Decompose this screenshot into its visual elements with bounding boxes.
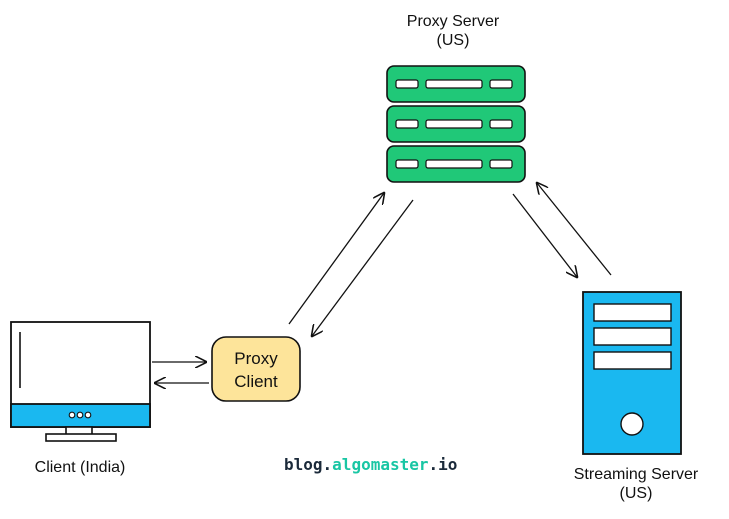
proxy-server-label-line1: Proxy Server [406,13,500,30]
proxy-client-node: Proxy Client [211,336,301,402]
watermark-part3: .io [428,455,458,474]
streaming-server-label: Streaming Server (US) [548,465,724,503]
watermark: blog.algomaster.io [284,455,457,474]
proxy-client-label-line1: Proxy [234,349,278,368]
streaming-server-label-line2: (US) [619,485,653,502]
arrow-proxy-client-to-proxy-server [288,193,384,325]
streaming-server-label-line1: Streaming Server [573,466,699,483]
client-label-text: Client (India) [34,459,126,476]
client-label: Client (India) [0,458,160,477]
watermark-part1: blog. [284,455,333,474]
proxy-server-label: Proxy Server (US) [363,12,543,50]
watermark-part2: algomaster [332,455,429,474]
arrow-proxy-server-to-proxy-client [312,199,414,336]
tower-server-icon [582,291,682,455]
monitor-icon [10,321,151,442]
arrow-streaming-server-to-proxy-server [537,183,612,276]
arrow-proxy-server-to-streaming-server [512,193,577,277]
proxy-client-label-line2: Client [234,372,278,391]
proxy-server-label-line2: (US) [436,32,470,49]
rack-server-icon [386,65,526,183]
